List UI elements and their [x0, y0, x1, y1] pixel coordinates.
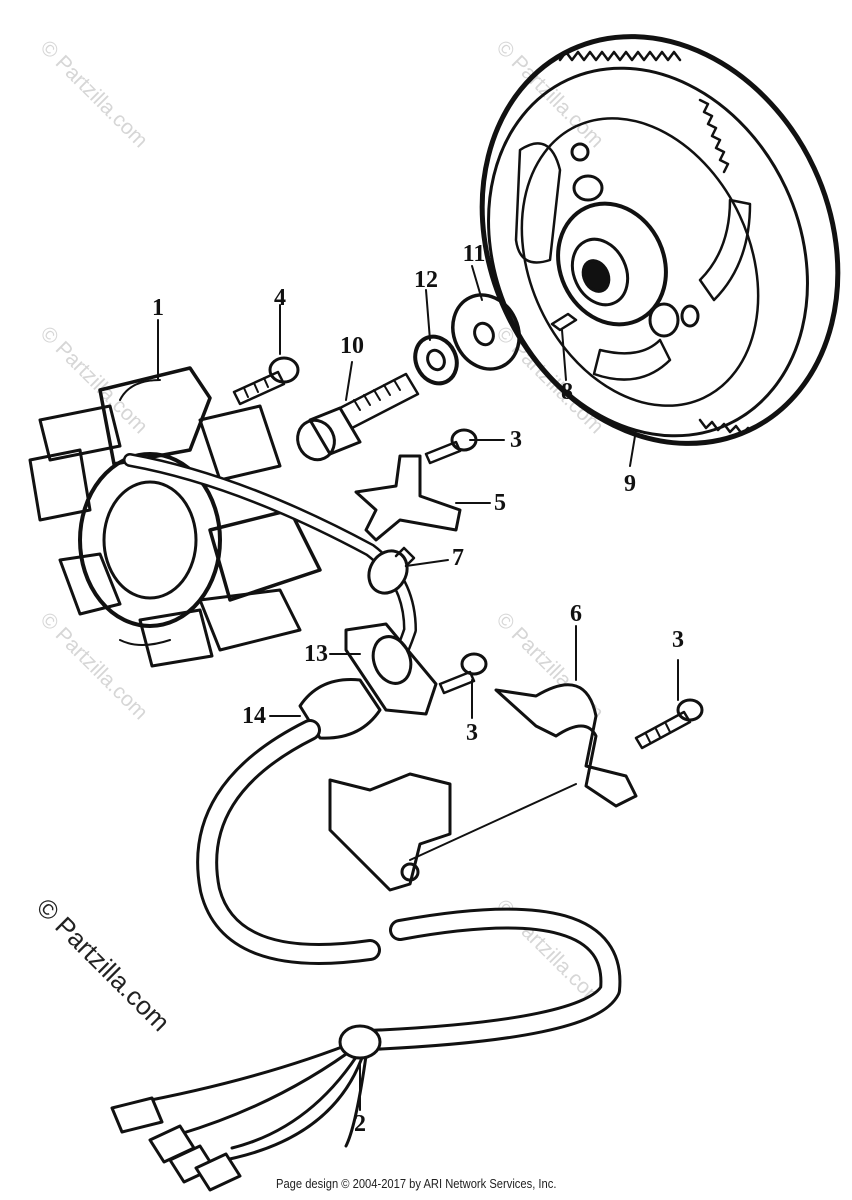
lock-washer-illustration	[413, 334, 459, 386]
callout-part-11[interactable]: 11	[462, 241, 486, 267]
pickup-clamp-illustration	[494, 683, 638, 808]
callout-part-3-upper[interactable]: 3	[510, 427, 522, 453]
stator-illustration	[28, 366, 322, 668]
callout-part-8[interactable]: 8	[561, 379, 573, 405]
grommet-plate-illustration	[344, 622, 438, 716]
callout-part-2[interactable]: 2	[354, 1111, 366, 1137]
bracket-illustration	[354, 454, 462, 542]
woodruff-key-illustration	[550, 312, 578, 332]
callout-part-3-middle[interactable]: 3	[466, 720, 478, 746]
copyright-footer: Page design © 2004-2017 by ARI Network S…	[276, 1176, 557, 1191]
callout-part-13[interactable]: 13	[304, 641, 328, 667]
callout-part-12[interactable]: 12	[414, 267, 438, 293]
screw-illustration-middle	[438, 652, 488, 695]
lead-connectors-illustration	[110, 1024, 382, 1192]
stator-screw-illustration	[232, 356, 300, 406]
pulser-coil-illustration	[328, 772, 452, 892]
wire-clamp-illustration	[367, 546, 416, 595]
screw-illustration-upper	[424, 428, 478, 465]
callout-part-5[interactable]: 5	[494, 490, 506, 516]
leader-lines	[157, 265, 679, 1111]
callout-part-1[interactable]: 1	[152, 295, 164, 321]
grommet-illustration	[298, 678, 382, 740]
callout-part-7[interactable]: 7	[452, 545, 464, 571]
callout-part-10[interactable]: 10	[340, 333, 364, 359]
washer-illustration	[451, 293, 521, 371]
callout-part-14[interactable]: 14	[242, 703, 266, 729]
flywheel-illustration	[479, 34, 841, 446]
callout-part-6[interactable]: 6	[570, 601, 582, 627]
screw-illustration-lower	[634, 698, 704, 750]
flywheel-bolt-illustration	[296, 372, 420, 462]
callout-part-3-right[interactable]: 3	[672, 627, 684, 653]
callout-part-4[interactable]: 4	[274, 285, 286, 311]
callout-part-9[interactable]: 9	[624, 471, 636, 497]
